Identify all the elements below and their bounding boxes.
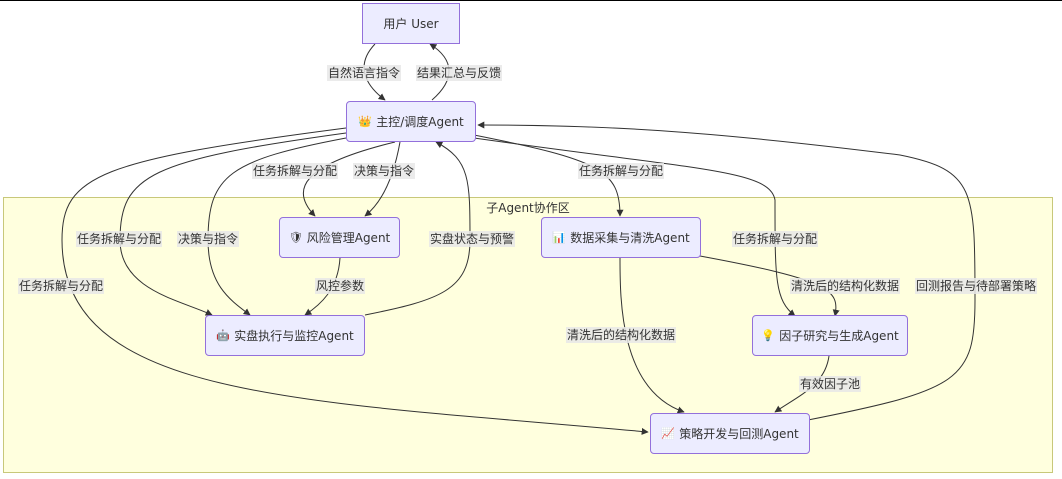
edge-master-exec-task <box>119 132 347 316</box>
node-factor-label: 因子研究与生成Agent <box>779 329 899 343</box>
shield-icon: 🛡 <box>288 231 303 244</box>
edge-label-master-exec-task: 任务拆解与分配 <box>76 231 163 247</box>
edge-label-data-strategy: 清洗后的结构化数据 <box>566 327 677 343</box>
edge-label-user-master: 自然语言指令 <box>327 65 402 81</box>
node-risk-agent[interactable]: 🛡 风险管理Agent <box>279 217 400 258</box>
node-strategy-label: 策略开发与回测Agent <box>679 427 799 441</box>
edge-master-risk-decision <box>364 141 401 217</box>
node-master-label: 主控/调度Agent <box>376 115 464 129</box>
node-user[interactable]: 用户 User <box>362 3 460 44</box>
edge-label-master-data: 任务拆解与分配 <box>578 163 665 179</box>
edge-label-strategy-master: 回测报告与待部署策略 <box>915 278 1038 294</box>
node-data-agent[interactable]: 📊 数据采集与清洗Agent <box>541 217 701 258</box>
node-risk-label: 风险管理Agent <box>306 231 391 245</box>
edge-label-factor-strategy: 有效因子池 <box>799 376 862 392</box>
edge-label-data-factor: 清洗后的结构化数据 <box>790 278 901 294</box>
line-chart-icon: 📈 <box>661 427 675 440</box>
edge-label-master-strategy: 任务拆解与分配 <box>18 278 105 294</box>
robot-face-icon: 🤖 <box>216 329 230 342</box>
node-factor-agent[interactable]: 💡 因子研究与生成Agent <box>752 315 908 356</box>
edge-label-master-user: 结果汇总与反馈 <box>416 65 503 81</box>
node-master-agent[interactable]: 👑 主控/调度Agent <box>346 101 476 142</box>
edge-label-master-factor: 任务拆解与分配 <box>732 231 819 247</box>
edge-master-risk <box>302 141 396 217</box>
edge-label-risk-exec: 风控参数 <box>315 278 366 294</box>
lightbulb-icon: 💡 <box>761 329 775 342</box>
edge-label-master-exec-decision: 决策与指令 <box>177 231 240 247</box>
cluster-title: 子Agent协作区 <box>486 201 570 215</box>
edge-label-master-risk-decision: 决策与指令 <box>353 163 416 179</box>
node-user-label: 用户 User <box>383 17 439 31</box>
edge-label-master-risk: 任务拆解与分配 <box>252 163 339 179</box>
node-exec-label: 实盘执行与监控Agent <box>234 329 354 343</box>
bar-chart-icon: 📊 <box>552 231 566 244</box>
edge-strategy-master <box>477 121 976 421</box>
crown-icon: 👑 <box>358 115 372 128</box>
edge-master-exec-decision <box>207 137 347 316</box>
node-data-label: 数据采集与清洗Agent <box>570 231 690 245</box>
top-border <box>0 0 1062 1</box>
node-strategy-agent[interactable]: 📈 策略开发与回测Agent <box>650 413 810 454</box>
edge-risk-exec <box>304 257 341 316</box>
node-exec-agent[interactable]: 🤖 实盘执行与监控Agent <box>205 315 365 356</box>
edge-master-factor <box>473 137 796 317</box>
edge-label-exec-master: 实盘状态与预警 <box>429 231 516 247</box>
